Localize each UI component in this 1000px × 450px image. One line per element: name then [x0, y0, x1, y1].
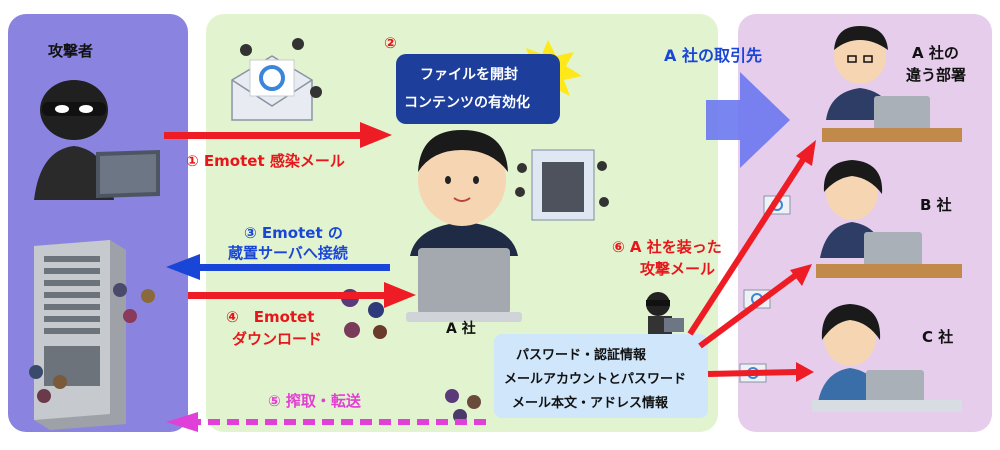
small-hacker-icon — [646, 292, 684, 334]
attacker-title: 攻撃者 — [48, 42, 94, 60]
step-3-line2: 蔵置サーバへ接続 — [228, 244, 348, 262]
step-4-line1: ④ Emotet — [226, 308, 315, 326]
step-6-line1: ⑥ A 社を装った — [612, 238, 722, 256]
partner-person-b — [816, 160, 962, 278]
infected-email-icon — [231, 38, 322, 121]
target-dept-line2: 違う部署 — [906, 66, 967, 84]
step-2-line2: コンテンツの有効化 — [404, 95, 530, 111]
step-1-label: ① Emotet 感染メール — [186, 152, 345, 170]
step-3-line1: ③ Emotet の — [244, 224, 343, 242]
arrow-step-4 — [188, 282, 416, 308]
enable-content-popup — [396, 40, 582, 124]
partner-person-c — [812, 304, 962, 412]
target-b: B 社 — [920, 196, 952, 214]
step-5-label: ⑤ 搾取・転送 — [268, 392, 361, 410]
virus-icons-server — [29, 283, 155, 403]
stolen-info-line2: メールアカウントとパスワード — [504, 372, 687, 387]
target-c: C 社 — [922, 328, 954, 346]
arrow-step-6 — [687, 140, 816, 382]
attack-email-icons — [739, 195, 791, 383]
partners-panel — [738, 14, 992, 432]
stolen-info-line3: メール本文・アドレス情報 — [512, 396, 669, 411]
infected-document-icon — [515, 149, 609, 221]
company-a-label: A 社 — [446, 321, 476, 337]
arrow-step-5 — [166, 412, 486, 432]
stolen-info-line1: パスワード・認証情報 — [516, 348, 647, 363]
stolen-info-box — [494, 334, 708, 418]
step-6-line2: 攻撃メール — [640, 260, 716, 278]
step-4-line2: ダウンロード — [232, 330, 323, 348]
arrow-step-3 — [166, 254, 390, 280]
target-dept-line1: A 社の — [912, 44, 959, 62]
partner-person-dept — [822, 26, 962, 142]
flow-to-partners-arrow — [706, 72, 790, 168]
step-2-line1: ファイルを開封 — [420, 67, 518, 83]
step-2-number: ② — [384, 34, 397, 52]
arrow-step-1 — [164, 122, 392, 148]
company-a-person — [406, 130, 522, 322]
attacker-figure — [34, 80, 160, 200]
partners-title: A 社の取引先 — [664, 46, 762, 65]
